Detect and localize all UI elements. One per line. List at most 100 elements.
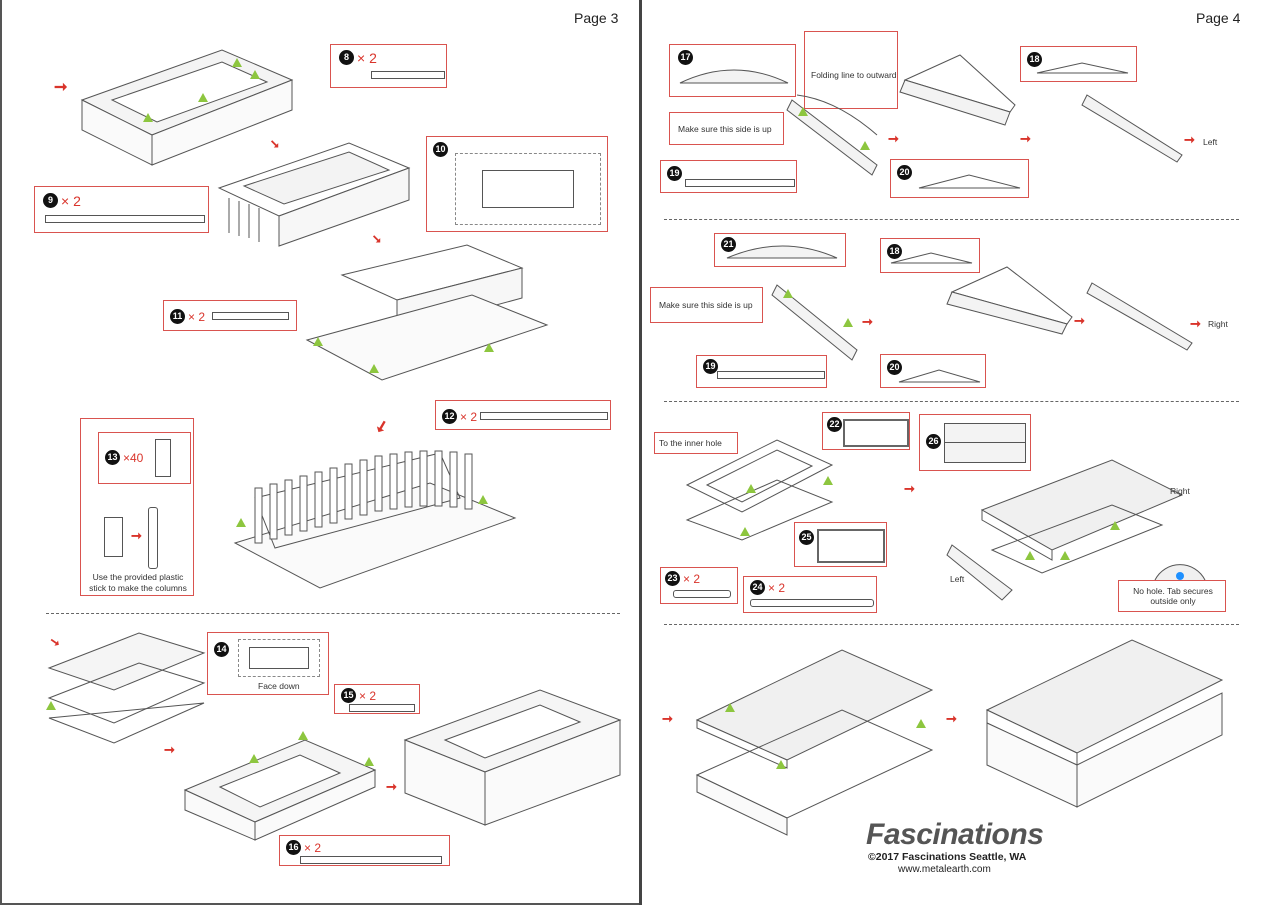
part-quantity: × 2 — [359, 688, 377, 703]
part-number-badge: 12 — [442, 409, 457, 425]
part-piece — [1036, 62, 1129, 74]
alignment-marker — [478, 495, 488, 504]
alignment-marker — [1110, 521, 1120, 530]
callout-part-14: 14 Face down — [207, 632, 329, 695]
final-assembly-illustration — [695, 649, 934, 836]
part-number-badge: 25 — [799, 530, 814, 546]
callout-part-11: 11× 2 — [163, 300, 297, 331]
part-piece — [685, 179, 795, 187]
columns-note: Use the provided plastic stick to make t… — [89, 572, 187, 593]
part-number-badge: 19 — [667, 166, 682, 182]
step-arrow: ➞ — [1020, 131, 1031, 146]
alignment-marker — [313, 337, 323, 346]
callout-part-16: 16× 2 — [279, 835, 450, 866]
alignment-marker — [369, 364, 379, 373]
side-up-note: Make sure this side is up — [659, 300, 753, 310]
copyright-text: ©2017 Fascinations Seattle, WA — [868, 851, 1027, 863]
step-arrow: ➞ — [1190, 316, 1201, 331]
callout-part-25: 25 — [794, 522, 887, 567]
part-number-badge: 17 — [678, 50, 693, 66]
alignment-marker — [783, 289, 793, 298]
face-down-note: Face down — [258, 681, 300, 691]
alignment-marker — [843, 318, 853, 327]
alignment-marker — [740, 527, 750, 536]
alignment-marker — [298, 731, 308, 740]
part-quantity: × 2 — [683, 571, 701, 586]
completed-parthenon-illustration — [985, 639, 1224, 808]
page-divider — [639, 0, 642, 905]
part-piece — [918, 174, 1021, 189]
part-quantity: × 2 — [188, 309, 206, 324]
callout-part-13: 13×40 — [98, 432, 191, 484]
part-piece — [717, 371, 825, 379]
part-piece — [212, 312, 289, 320]
roof-assembly-illustration — [946, 459, 1184, 601]
assembly-base-illustration — [80, 49, 294, 166]
part-piece — [679, 69, 789, 84]
callout-part-20: 20 — [880, 354, 986, 388]
brand-logo: Fascinations — [866, 818, 1044, 851]
alignment-marker — [746, 484, 756, 493]
part-quantity: ×40 — [123, 450, 144, 465]
alignment-marker — [232, 58, 242, 67]
callout-part-18: 18 — [1020, 46, 1137, 82]
assembly-columns-illustration — [233, 450, 517, 589]
part-number-badge: 20 — [897, 165, 912, 181]
part-number-badge: 14 — [214, 642, 229, 658]
page-number: Page 4 — [1196, 10, 1241, 26]
step-arrow: ➞ — [54, 79, 68, 96]
callout-part-21: 21 — [714, 233, 846, 267]
callout-part-8: 8× 2 — [330, 44, 447, 88]
pediment-left-complete — [1081, 94, 1183, 163]
callout-part-18: 18 — [880, 238, 980, 273]
step-arrow: ➞ — [862, 314, 873, 329]
callout-part-20: 20 — [890, 159, 1029, 198]
tab-detail-magnifier — [1154, 564, 1206, 581]
part-piece — [898, 369, 981, 383]
part-number-badge: 15 — [341, 688, 356, 704]
part-piece — [944, 423, 1026, 463]
alignment-marker — [1025, 551, 1035, 560]
part-piece — [371, 71, 445, 79]
section-divider — [664, 401, 1239, 402]
callout-part-12: 12× 2 — [435, 400, 611, 430]
part-number-badge: 11 — [170, 309, 185, 325]
column-rolled-piece — [148, 507, 158, 569]
side-up-note: Make sure this side is up — [678, 124, 772, 134]
step-arrow: ➞ — [888, 131, 899, 146]
assembly-floor-illustration — [305, 244, 549, 381]
part-number-badge: 19 — [703, 359, 718, 375]
alignment-marker — [249, 754, 259, 763]
alignment-marker — [364, 757, 374, 766]
alignment-marker — [250, 70, 260, 79]
website-link[interactable]: www.metalearth.com — [898, 864, 991, 875]
step-arrow: ➞ — [386, 779, 397, 794]
part-piece — [843, 419, 909, 447]
step-arrow: ➞ — [904, 481, 915, 496]
alignment-marker — [860, 141, 870, 150]
step-arrow: ➞ — [1074, 313, 1085, 328]
pediment-assembly-illustration — [786, 94, 878, 176]
part-number-badge: 26 — [926, 434, 941, 450]
part-quantity: × 2 — [357, 49, 377, 66]
callout-columns-instruction: 13×40 ➞ Use the provided plastic stick t… — [80, 418, 194, 596]
page-3: Page 3 ➞ 8× 2 9× 2 ➞ 10 ➞ — [0, 0, 640, 905]
part-piece — [673, 590, 731, 598]
alignment-marker — [776, 760, 786, 769]
alignment-marker — [484, 343, 494, 352]
assembly-roof-plate-illustration — [47, 632, 206, 744]
callout-part-10: 10 — [426, 136, 608, 232]
callout-part-15: 15× 2 — [334, 684, 420, 714]
no-hole-note: No hole. Tab secures outside only — [1133, 586, 1213, 606]
step-arrow: ➞ — [662, 711, 673, 726]
section-divider — [46, 613, 620, 614]
callout-part-17: 17 — [669, 44, 796, 97]
right-label: Right — [1208, 319, 1228, 329]
step-arrow: ➞ — [131, 528, 142, 543]
callout-part-19: 19 — [696, 355, 827, 388]
frame-assembly-illustration — [685, 439, 834, 541]
callout-part-24: 24× 2 — [743, 576, 877, 613]
part-number-badge: 10 — [433, 142, 448, 158]
assembly-cornice-illustration — [183, 739, 377, 841]
callout-part-9: 9× 2 — [34, 186, 209, 233]
